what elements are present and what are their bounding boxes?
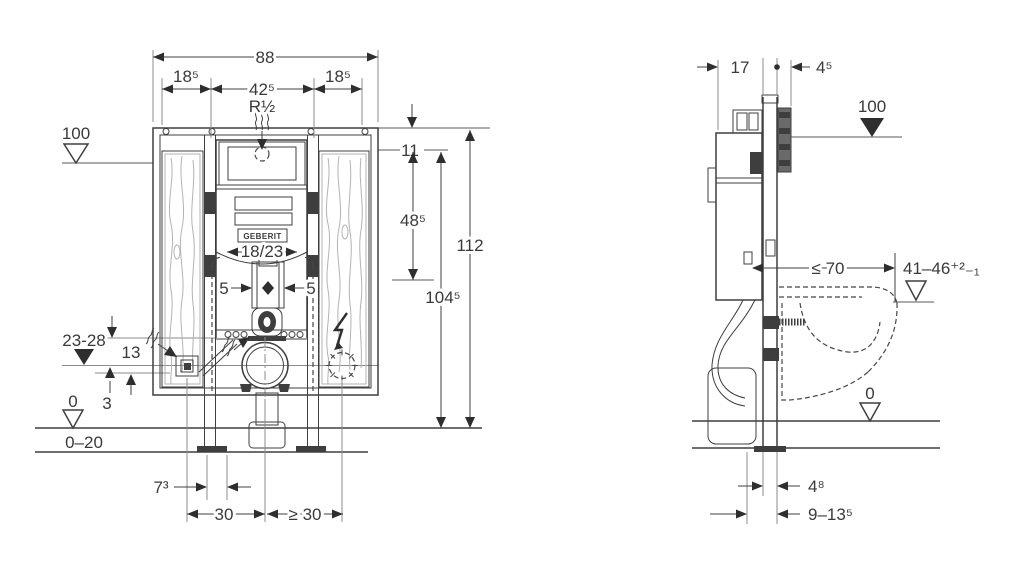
dim-label: R½ [249,97,275,116]
fixing-bolt [763,316,779,329]
bracket [307,192,318,214]
dim-electric-spacing: ≥ 30 [267,502,343,527]
dim-actuator-datum-side: 100 [791,97,902,138]
dim-label: 4⁸ [808,477,825,496]
front-dimensions: 88 18⁵ 42⁵ R½ 18⁵ [59,45,487,527]
floor-lines [692,420,940,449]
frame-foot-left [197,446,227,452]
dim-label: 0 [68,392,77,411]
dim-label: 5 [306,279,315,298]
front-view: GEBERIT [35,45,490,527]
dim-label: 112 [456,236,483,255]
dim-outlet-sizes: 18/23 [227,239,297,264]
dim-supply-height: 104⁵ [422,152,464,428]
bracket [205,255,216,277]
dim-rail-base: 4⁸ [738,474,828,499]
dim-label: 0–20 [65,433,103,452]
side-dimensions: 17 4⁵ 100 ≤ 70 [697,55,983,527]
dim-label: 18/23 [241,242,284,261]
dim-label: 18⁵ [325,67,351,86]
drain-bend [248,421,286,449]
dim-label: 17 [731,58,750,77]
dim-label: 13 [122,343,141,362]
fixing-bolt [763,348,779,361]
water-supply-icon [221,335,250,357]
dim-label: 18⁵ [173,67,199,86]
dim-actuator-datum: 100 [62,124,90,165]
dim-label: 100 [62,124,90,143]
dim-label: 7³ [153,478,168,497]
dim-label: ≤ 70 [812,259,845,278]
circle-ticks [326,349,358,382]
open-triangle [61,409,85,430]
dim-frame-height: 112 [453,130,487,428]
dim-frame-depth: 17 [697,55,764,130]
dim-plate-depth: 4⁵ [774,55,836,106]
dim-top-offsets: 18⁵ 42⁵ R½ 18⁵ [161,64,363,138]
bracket [205,192,216,214]
dim-label: 5 [219,279,228,298]
dim-label: 41–46⁺²₋₁ [903,259,980,278]
frame-foot-right [296,446,326,452]
dim-floor-datum-side: 0 [858,384,882,423]
dim-label: 100 [858,97,886,116]
frame-rail [754,94,786,452]
dim-top-clearance: 11 [398,104,422,163]
dim-label: 3 [102,394,111,413]
dim-label: 30 [215,505,234,524]
dim-label: 4⁵ [816,58,833,77]
open-triangle [904,280,928,302]
dim-label: 104⁵ [425,288,460,307]
electrical-connection [326,312,358,382]
lightning-icon [332,312,348,350]
cistern-side [707,109,806,445]
filled-triangle [74,349,94,365]
open-triangle [62,143,90,165]
side-view: 17 4⁵ 100 ≤ 70 [692,55,983,527]
dim-leg-offset: 7³ [150,475,251,500]
drain-pipe [255,392,279,426]
dim-bowl-projection: ≤ 70 [752,253,896,302]
dim-supply-range: 23-28 [59,328,109,365]
wall-plate [777,107,792,173]
toilet-bowl-outline [779,286,898,401]
dim-bowl-height: 41–46⁺²₋₁ [893,256,983,303]
drain-bend-side [707,367,757,445]
water-supply-icon [254,111,270,150]
dim-label: 42⁵ [249,80,275,99]
fittings-row [224,331,304,338]
dim-floor-range: 9–13⁵ [710,502,856,527]
filled-triangle [860,118,884,137]
drain-outlet [240,337,290,449]
dim-drain-spacing: 30 [187,502,265,527]
water-supply-icon [145,327,177,357]
dim-label: ≥ 30 [289,505,322,524]
dim-label: 88 [256,48,275,67]
dim-label: 0 [865,384,874,403]
dim-label: 23-28 [62,331,105,350]
dim-flush-drop: 48⁵ [397,152,429,280]
brand-plate [237,228,288,243]
dim-overall-width: 88 [152,45,379,122]
water-supply-valve [175,339,238,377]
center-marker [262,281,274,295]
dim-label: 11 [401,141,419,160]
dim-supply-gap: 3 [99,367,136,416]
brand-label: GEBERIT [243,232,281,241]
dim-floor-datum: 0 0–20 [61,392,106,455]
open-triangle [858,402,882,423]
dim-supply-drop: 13 [107,316,143,365]
rail-foot [754,446,786,452]
wood-panel-left [161,150,204,388]
dim-label: 48⁵ [400,211,426,230]
dim-outlet-offsets: 5 5 [216,276,318,301]
dim-label: 9–13⁵ [808,505,853,524]
